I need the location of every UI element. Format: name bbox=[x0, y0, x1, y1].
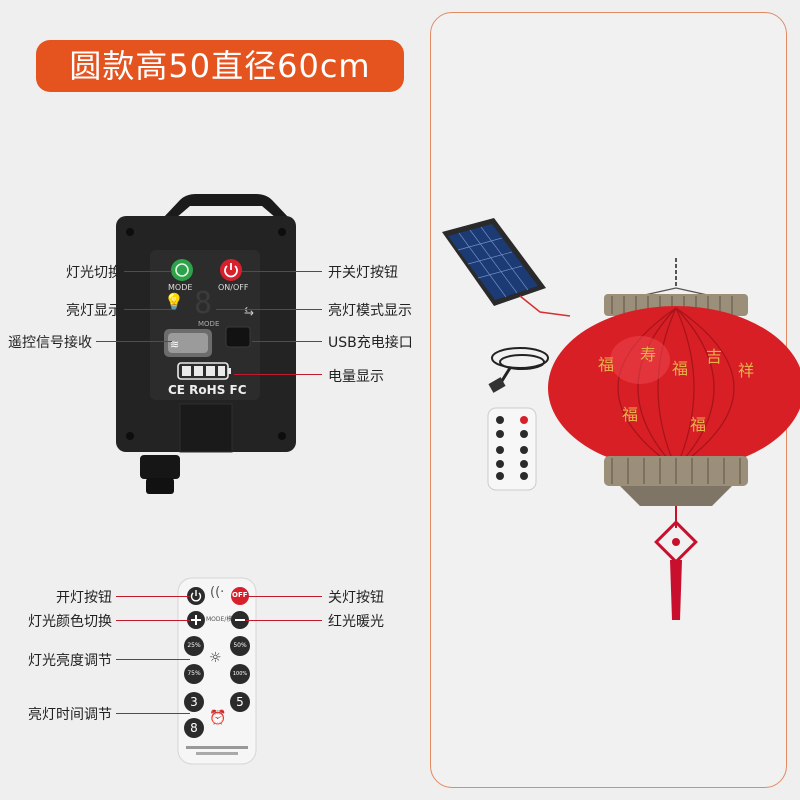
alarm-clock-icon: ⏰ bbox=[209, 710, 227, 726]
label-color-switch: 灯光颜色切换 bbox=[28, 614, 112, 630]
line-off-button bbox=[246, 596, 322, 597]
line-brightness-adjust bbox=[116, 659, 190, 660]
svg-text:福: 福 bbox=[622, 405, 638, 424]
remote-footer-text-2 bbox=[196, 752, 238, 755]
label-light-switch: 灯光切换 bbox=[66, 265, 122, 281]
label-brightness-display: 亮灯显示 bbox=[66, 303, 122, 319]
remote-on-button[interactable] bbox=[184, 584, 208, 608]
usb-port[interactable] bbox=[225, 325, 256, 349]
timer-8-button[interactable]: 8 bbox=[184, 718, 204, 738]
svg-text:吉: 吉 bbox=[706, 347, 722, 366]
remote-brightness-group: 25% 50% 75% 100% ☼ bbox=[184, 634, 252, 688]
label-usb-port: USB充电接口 bbox=[328, 335, 413, 351]
battery-indicator bbox=[177, 362, 231, 380]
label-mode-display: 亮灯模式显示 bbox=[328, 303, 412, 319]
line-battery-display bbox=[234, 374, 322, 375]
line-warm-red bbox=[246, 620, 322, 621]
bulb-icon: 💡 bbox=[164, 292, 184, 311]
remote-plus-button[interactable] bbox=[184, 608, 208, 632]
remote-off-button[interactable] bbox=[228, 584, 252, 608]
remote-receiver-window: ≋ bbox=[164, 329, 212, 357]
usb-icon: ⇆ bbox=[244, 304, 255, 318]
power-button[interactable] bbox=[216, 257, 246, 287]
timer-5-button[interactable]: 5 bbox=[230, 692, 250, 712]
label-on-button: 开灯按钮 bbox=[56, 590, 112, 606]
line-on-button bbox=[116, 596, 190, 597]
label-off-button: 关灯按钮 bbox=[328, 590, 384, 606]
svg-text:福: 福 bbox=[598, 355, 614, 374]
remote-off-label: OFF bbox=[232, 591, 248, 599]
brightness-75-button[interactable]: 75% bbox=[184, 664, 204, 684]
mode-button-label: MODE bbox=[168, 283, 193, 292]
label-power-button: 开关灯按钮 bbox=[328, 265, 398, 281]
svg-text:祥: 祥 bbox=[738, 361, 754, 380]
mode-digit-display: 8 bbox=[194, 286, 213, 321]
line-mode-display bbox=[216, 309, 322, 310]
certification-marks: CE RoHS FC bbox=[168, 383, 247, 397]
line-remote-receiver bbox=[96, 341, 172, 342]
brightness-25-button[interactable]: 25% bbox=[184, 636, 204, 656]
label-warm-red: 红光暖光 bbox=[328, 614, 384, 630]
svg-text:寿: 寿 bbox=[640, 345, 656, 364]
svg-text:福: 福 bbox=[690, 415, 706, 434]
sun-icon: ☼ bbox=[209, 650, 222, 666]
line-power-button bbox=[242, 271, 322, 272]
line-color-switch bbox=[116, 620, 190, 621]
line-usb-port bbox=[252, 341, 322, 342]
mode-button[interactable] bbox=[167, 257, 197, 287]
onoff-button-label: ON/OFF bbox=[218, 283, 249, 292]
label-timer-adjust: 亮灯时间调节 bbox=[28, 707, 112, 723]
display-sub-label: MODE bbox=[198, 320, 220, 328]
line-light-switch bbox=[124, 271, 172, 272]
svg-text:≋: ≋ bbox=[170, 338, 179, 351]
remote-minus-button[interactable] bbox=[228, 608, 252, 632]
line-brightness-display bbox=[124, 309, 172, 310]
svg-text:福: 福 bbox=[672, 359, 688, 378]
label-battery-display: 电量显示 bbox=[328, 369, 384, 385]
product-size-title: 圆款高50直径60cm bbox=[36, 40, 404, 92]
label-remote-receiver: 遥控信号接收 bbox=[8, 335, 92, 351]
remote-wifi-icon: ((· bbox=[210, 585, 225, 600]
brightness-100-button[interactable]: 100% bbox=[230, 664, 250, 684]
timer-3-button[interactable]: 3 bbox=[184, 692, 204, 712]
remote-mode-label: MODE/模式 bbox=[206, 616, 239, 623]
remote-timer-group: 3 5 8 ⏰ bbox=[184, 692, 252, 740]
brightness-50-button[interactable]: 50% bbox=[230, 636, 250, 656]
label-brightness-adjust: 灯光亮度调节 bbox=[28, 653, 112, 669]
line-timer-adjust bbox=[116, 713, 190, 714]
remote-footer-text bbox=[186, 746, 248, 749]
